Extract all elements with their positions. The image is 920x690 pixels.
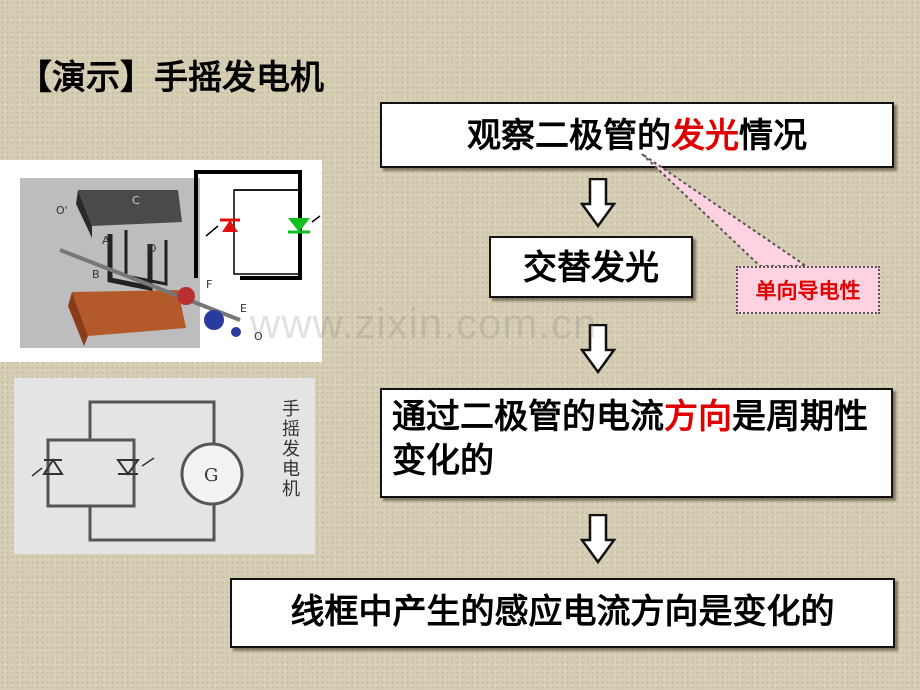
induced-current-box: 线框中产生的感应电流方向是变化的 xyxy=(230,578,895,648)
current-text-post: 是周期性变化的 xyxy=(392,397,868,482)
current-text-pre: 通过二极管的电流 xyxy=(392,397,664,437)
alternate-light-text: 交替发光 xyxy=(523,248,659,288)
alternate-light-box: 交替发光 xyxy=(489,236,693,298)
observe-text-pre: 观察二极管的 xyxy=(467,116,671,156)
slide-title: 【演示】手摇发电机 xyxy=(18,58,324,98)
label-o-prime: O' xyxy=(56,204,68,217)
label-f: F xyxy=(206,278,212,291)
down-arrow-icon xyxy=(580,178,616,228)
generator-circuit-image: G 手摇发电机 xyxy=(14,378,315,554)
label-b: B xyxy=(92,268,100,281)
generator-symbol: G xyxy=(204,465,218,486)
generator-apparatus-image: O' D A C B F E O xyxy=(0,160,322,362)
observe-text-highlight: 发光 xyxy=(671,116,739,156)
induced-current-text: 线框中产生的感应电流方向是变化的 xyxy=(290,592,835,632)
label-a: A xyxy=(102,234,110,247)
down-arrow-icon xyxy=(580,514,616,564)
watermark-text: www.zixin.com.cn xyxy=(250,300,598,347)
current-direction-box: 通过二极管的电流方向是周期性变化的 xyxy=(380,388,893,498)
generator-apparatus-illustration: O' D A C B F E O xyxy=(20,170,321,348)
unidirectional-callout: 单向导电性 xyxy=(736,266,880,314)
generator-vertical-label: 手摇发电机 xyxy=(282,399,300,500)
label-o: O xyxy=(254,330,263,343)
generator-circuit-diagram: G xyxy=(31,400,244,542)
label-e: E xyxy=(240,302,247,315)
observe-diode-box: 观察二极管的发光情况 xyxy=(380,102,894,168)
label-c: C xyxy=(132,194,140,207)
label-d: D xyxy=(148,242,156,255)
down-arrow-icon xyxy=(580,324,616,374)
current-text-highlight: 方向 xyxy=(664,397,732,437)
callout-text: 单向导电性 xyxy=(755,279,861,303)
observe-text-post: 情况 xyxy=(739,116,807,156)
